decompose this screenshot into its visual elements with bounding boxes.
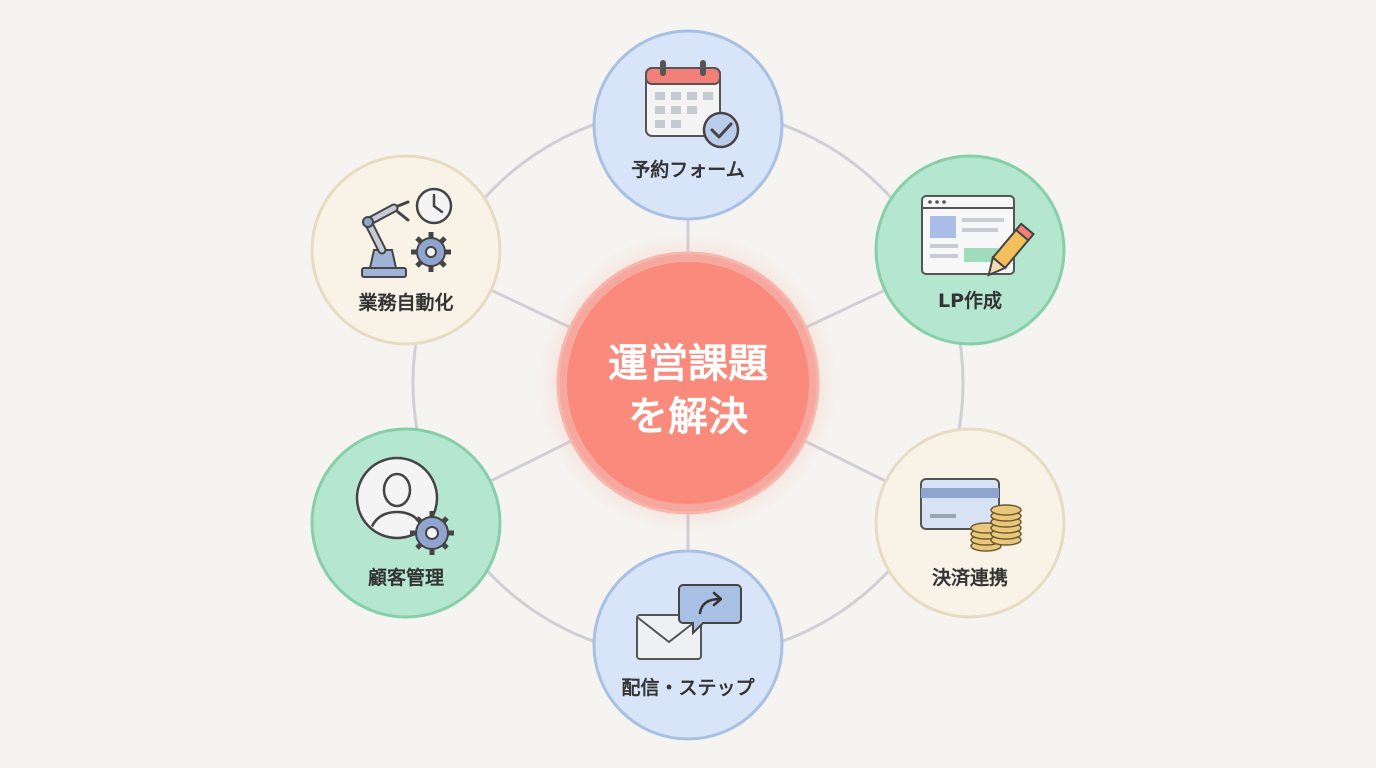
node-reservation-form[interactable]: 予約フォーム — [592, 29, 784, 221]
node-label-lp: LP作成 — [938, 289, 1002, 312]
node-label-customer: 顧客管理 — [368, 566, 444, 589]
center-title-line2: を解決 — [628, 394, 748, 440]
node-label-reservation: 予約フォーム — [631, 158, 744, 181]
user-gear-icon — [355, 456, 454, 555]
mail-share-icon — [636, 584, 742, 660]
node-customer-management[interactable]: 顧客管理 — [310, 427, 502, 619]
node-payment-integration[interactable]: 決済連携 — [874, 427, 1066, 619]
center-hub: 運営課題 を解決 — [538, 233, 838, 533]
node-label-payment: 決済連携 — [932, 566, 1008, 589]
node-business-automation[interactable]: 業務自動化 — [310, 154, 502, 346]
node-label-automation: 業務自動化 — [357, 291, 453, 314]
center-title-line1: 運営課題 — [608, 341, 768, 387]
calendar-check-icon — [645, 60, 740, 149]
node-lp-creation[interactable]: LP作成 — [874, 154, 1066, 346]
card-coins-icon — [920, 478, 1022, 552]
robot-arm-clock-icon — [361, 187, 453, 278]
node-label-delivery: 配信・ステップ — [621, 676, 755, 699]
node-delivery-steps[interactable]: 配信・ステップ — [592, 549, 784, 741]
webpage-pencil-icon — [921, 195, 1035, 277]
